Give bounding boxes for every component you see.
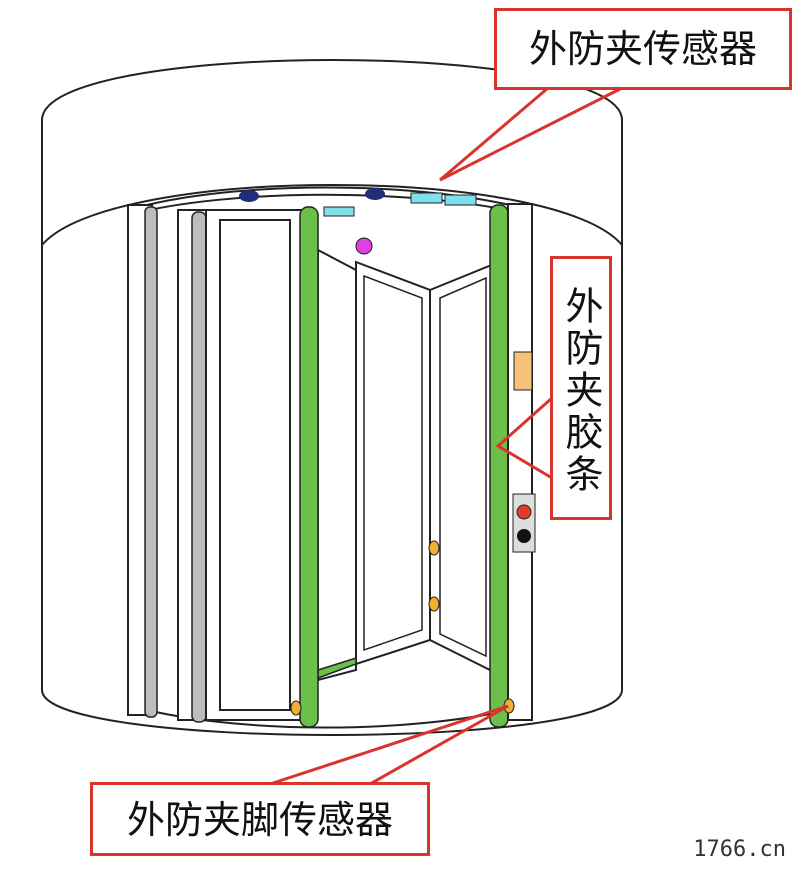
canopy-indicator-1 — [239, 190, 259, 202]
label-outer-anti-pinch-sensor: 外防夹传感器 — [494, 8, 792, 90]
outer-sensor-1 — [410, 192, 443, 204]
leader-top — [439, 86, 623, 182]
label-outer-anti-pinch-strip: 外防夹胶条 — [550, 256, 612, 520]
foot-sensor-left — [290, 700, 302, 716]
canopy-sensor-small — [323, 206, 355, 217]
button-panel — [512, 493, 536, 553]
canopy-indicator-2 — [365, 188, 385, 200]
rear-foot-sensor-2 — [428, 596, 440, 612]
canopy-rim — [127, 193, 531, 216]
watermark: 1766.cn — [693, 837, 786, 862]
rear-foot-sensor-1 — [428, 540, 440, 556]
leader-bottom — [269, 704, 509, 786]
drum-band-line — [41, 184, 623, 246]
orange-panel — [513, 351, 533, 391]
rear-wing-center-glass — [363, 274, 423, 652]
leader-right — [495, 396, 553, 480]
left-post-gray-2 — [191, 211, 207, 723]
rear-wing-left — [317, 248, 357, 682]
red-button — [516, 504, 532, 520]
black-button — [517, 529, 531, 543]
rubber-strip-left — [299, 206, 319, 728]
purple-indicator — [355, 237, 373, 255]
outer-sensor-2 — [444, 194, 477, 206]
label-outer-anti-pinch-foot-sensor: 外防夹脚传感器 — [90, 782, 430, 856]
rear-wing-right-glass — [439, 276, 487, 658]
rubber-strip-right — [489, 204, 509, 728]
left-post-gray-1 — [144, 206, 158, 718]
right-post — [507, 203, 533, 721]
front-door-glass — [219, 219, 291, 711]
